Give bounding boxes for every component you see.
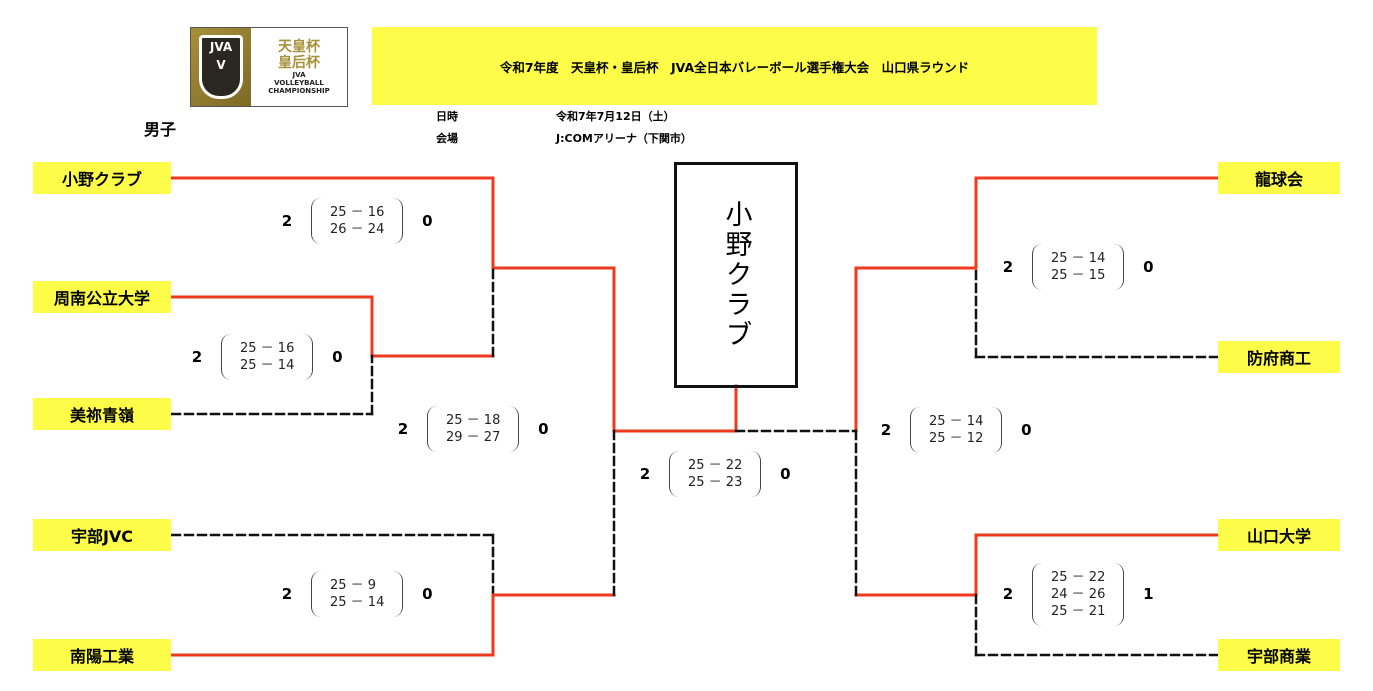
winner-sets: 2 [397, 420, 409, 438]
winner-sets: 2 [281, 585, 293, 603]
loser-sets: 0 [780, 465, 791, 483]
date-value: 令和7年7月12日（土） [556, 110, 675, 123]
team-left-5: 南陽工業 [33, 639, 171, 671]
set-scores: 25 － 9 25 － 14 [311, 571, 404, 617]
winner-sets: 2 [880, 421, 892, 439]
match-score: 2 25 － 14 25 － 12 0 [876, 407, 1036, 453]
winner-sets: 2 [1002, 258, 1014, 276]
set-scores: 25 － 18 29 － 27 [427, 406, 520, 452]
team-left-2: 周南公立大学 [33, 281, 171, 313]
team-left-1: 小野クラブ [33, 162, 171, 194]
venue-label: 会場 [436, 132, 458, 145]
loser-sets: 0 [1143, 258, 1154, 276]
match-score: 2 25 － 18 29 － 27 0 [393, 406, 553, 452]
set-score: 25 － 21 [1051, 603, 1106, 619]
set-scores: 25 － 22 25 － 23 [669, 451, 762, 497]
loser-sets: 0 [332, 348, 343, 366]
category-label: 男子 [144, 120, 177, 139]
set-score: 25 － 22 [1051, 569, 1106, 585]
team-right-3: 山口大学 [1218, 519, 1340, 551]
set-score: 25 － 15 [1051, 268, 1106, 283]
set-scores: 25 － 14 25 － 15 [1032, 244, 1125, 290]
set-score: 25 － 16 [330, 205, 385, 220]
set-score: 26 － 24 [330, 222, 385, 237]
set-score: 25 － 14 [929, 414, 984, 429]
date-label: 日時 [436, 110, 458, 123]
winner-sets: 2 [191, 348, 203, 366]
title-text: 令和7年度 天皇杯・皇后杯 JVA全日本バレーボール選手権大会 山口県ラウンド [499, 59, 970, 75]
tournament-title: 令和7年度 天皇杯・皇后杯 JVA全日本バレーボール選手権大会 山口県ラウンド [372, 27, 1097, 105]
match-score: 2 25 － 22 25 － 23 0 [635, 451, 795, 497]
loser-sets: 0 [422, 212, 433, 230]
team-right-1: 龍球会 [1218, 162, 1340, 194]
set-scores: 25 － 16 26 － 24 [311, 198, 404, 244]
champion-name: 小野クラブ [720, 200, 752, 350]
set-score: 29 － 27 [446, 430, 501, 445]
winner-sets: 2 [281, 212, 293, 230]
team-right-2: 防府商工 [1218, 341, 1340, 373]
champion-box: 小野クラブ [674, 162, 798, 388]
set-score: 24 － 26 [1051, 586, 1106, 602]
match-score: 2 25 － 16 26 － 24 0 [277, 198, 437, 244]
set-score: 25 － 22 [688, 458, 743, 473]
logo-sub2: VOLLEYBALL [274, 79, 324, 87]
loser-sets: 0 [1021, 421, 1032, 439]
team-right-4: 宇部商業 [1218, 639, 1340, 671]
logo-sub1: JVA [292, 71, 306, 79]
loser-sets: 0 [422, 585, 433, 603]
logo-sub3: CHAMPIONSHIP [268, 87, 330, 95]
set-score: 25 － 14 [330, 595, 385, 610]
team-left-4: 宇部JVC [33, 519, 171, 551]
loser-sets: 1 [1143, 585, 1154, 603]
winner-sets: 2 [639, 465, 651, 483]
set-scores: 25 － 16 25 － 14 [221, 334, 314, 380]
set-score: 25 － 16 [240, 341, 295, 356]
match-score: 2 25 － 14 25 － 15 0 [998, 244, 1158, 290]
logo-mark: JVA [209, 40, 233, 54]
logo-cup1: 天皇杯 [278, 39, 320, 55]
set-score: 25 － 9 [330, 578, 377, 593]
winner-sets: 2 [1002, 585, 1014, 603]
venue-value: J:COMアリーナ（下関市） [556, 132, 692, 145]
set-score: 25 － 18 [446, 413, 501, 428]
loser-sets: 0 [538, 420, 549, 438]
match-score: 2 25 － 16 25 － 14 0 [187, 334, 347, 380]
set-score: 25 － 14 [240, 358, 295, 373]
set-score: 25 － 12 [929, 431, 984, 446]
set-score: 25 － 14 [1051, 251, 1106, 266]
set-scores: 25 － 14 25 － 12 [910, 407, 1003, 453]
set-score: 25 － 23 [688, 475, 743, 490]
team-left-3: 美祢青嶺 [33, 398, 171, 430]
logo-cup2: 皇后杯 [278, 55, 320, 71]
match-score: 2 25 － 9 25 － 14 0 [277, 571, 437, 617]
